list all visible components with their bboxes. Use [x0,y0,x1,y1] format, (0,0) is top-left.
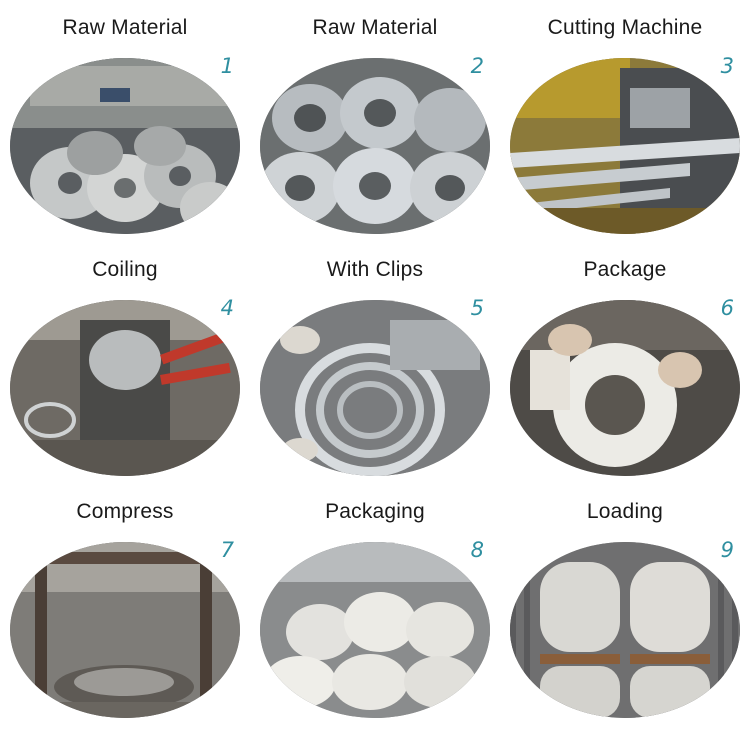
compress-machine-photo [10,542,240,718]
step-title: Packaging [325,500,425,523]
step-number: 3 [720,54,734,78]
cutting-machine-photo [510,58,740,234]
step-number: 6 [720,296,734,320]
step-cutting-machine: Cutting Machine 3 [500,0,750,250]
step-title: Raw Material [62,16,188,39]
step-number: 8 [470,538,484,562]
step-loading: Loading 9 [500,484,750,734]
step-title: Compress [76,500,174,523]
step-number: 4 [220,296,234,320]
step-number: 2 [470,54,484,78]
steel-coils-photo [10,58,240,234]
step-title: Cutting Machine [547,16,703,39]
step-compress: Compress 7 [0,484,250,734]
step-with-clips: With Clips 5 [250,242,500,492]
step-raw-material-steel-coils: Raw Material 1 [0,0,250,250]
step-title: Raw Material [312,16,438,39]
step-number: 7 [220,538,234,562]
loading-container-photo [510,542,740,718]
step-number: 9 [720,538,734,562]
packaging-photo [260,542,490,718]
step-package: Package 6 [500,242,750,492]
package-photo [510,300,740,476]
step-packaging: Packaging 8 [250,484,500,734]
step-title: Package [583,258,667,281]
step-title: Coiling [92,258,158,281]
step-number: 5 [470,296,484,320]
step-title: With Clips [326,258,424,281]
step-coiling: Coiling 4 [0,242,250,492]
wire-coils-photo [260,58,490,234]
step-raw-material-wire-coils: Raw Material 2 [250,0,500,250]
step-title: Loading [586,500,664,523]
coiling-machine-photo [10,300,240,476]
step-number: 1 [220,54,234,78]
clips-photo [260,300,490,476]
